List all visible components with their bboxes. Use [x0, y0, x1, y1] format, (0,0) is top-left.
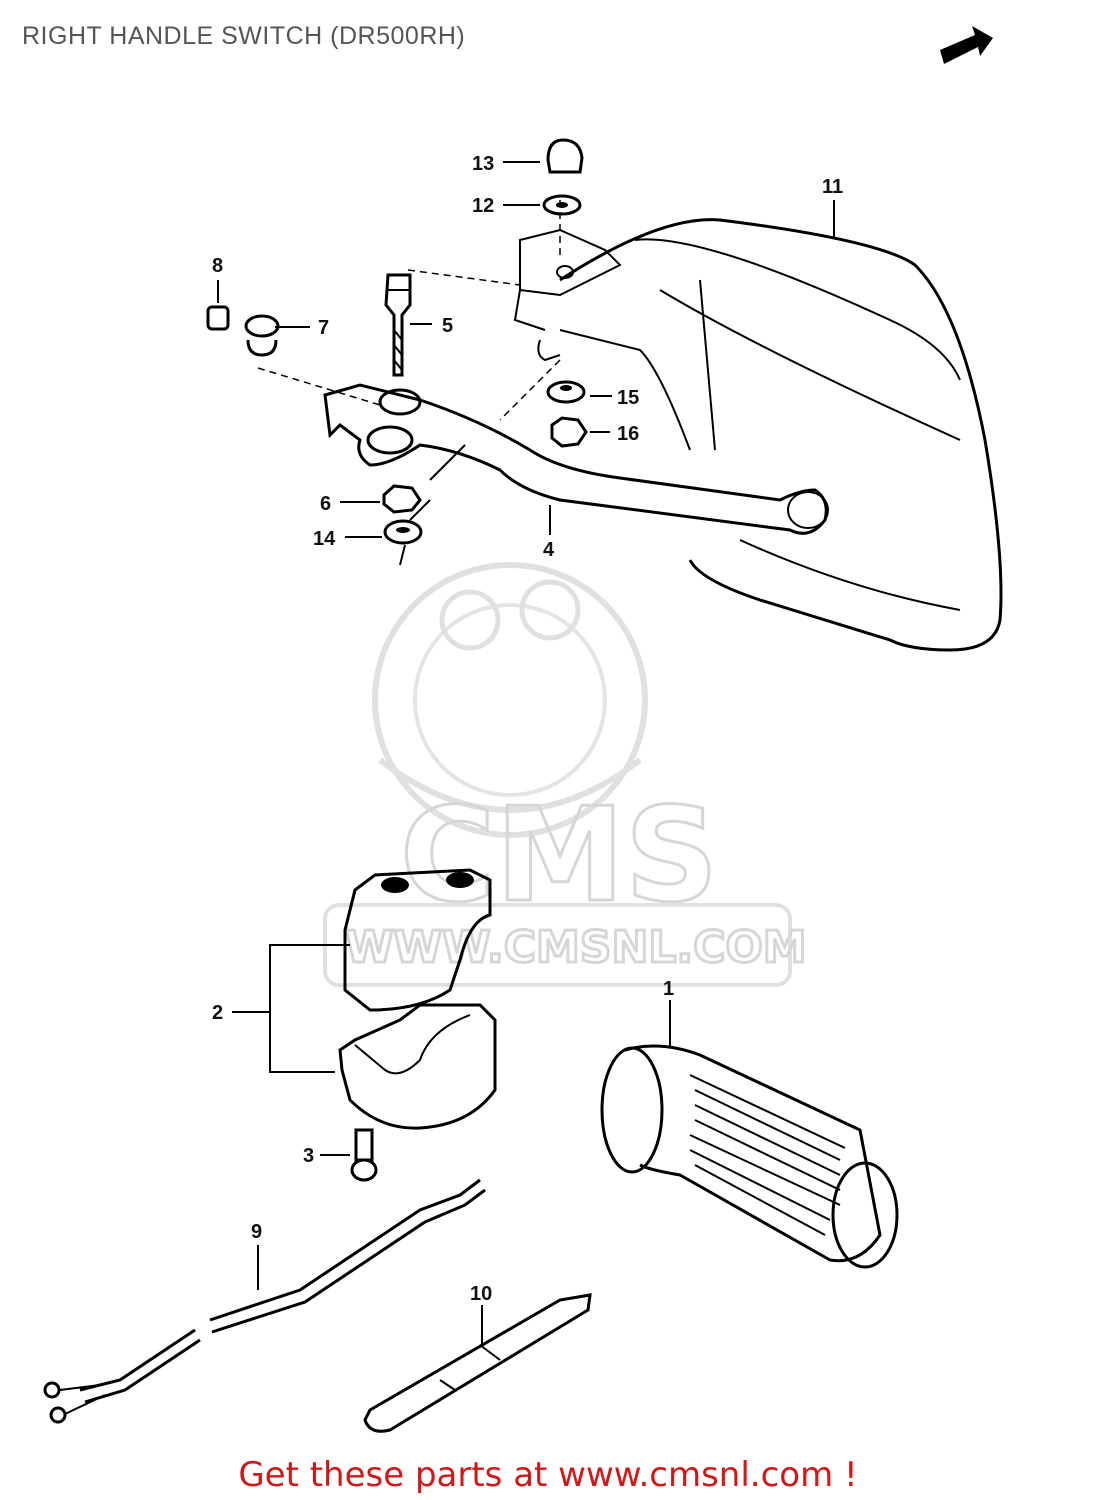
callout-3: 3	[303, 1145, 314, 1167]
callout-16: 16	[617, 423, 639, 445]
screw	[244, 314, 280, 357]
switch-housing-lower	[338, 1003, 497, 1130]
callout-6: 6	[320, 493, 331, 515]
callout-leaders	[217, 161, 835, 1345]
washer	[542, 194, 582, 216]
callout-9: 9	[251, 1221, 262, 1243]
arrow-right-icon	[940, 26, 993, 64]
callout-8: 8	[212, 255, 223, 277]
callout-14: 14	[313, 528, 336, 550]
housing-screw	[350, 1128, 378, 1182]
callout-4: 4	[543, 539, 555, 561]
switch-wire	[43, 1178, 486, 1424]
callout-1: 1	[663, 978, 674, 1000]
callout-bracket-2	[232, 944, 350, 1073]
callout-15: 15	[617, 387, 639, 409]
callout-7: 7	[318, 317, 329, 339]
callout-11: 11	[822, 176, 843, 198]
page-title: RIGHT HANDLE SWITCH (DR500RH)	[22, 22, 466, 50]
watermark-brand: CMS	[400, 779, 718, 931]
nut	[550, 416, 588, 448]
switch-housing-upper	[343, 868, 492, 1012]
lower-nut	[382, 484, 422, 514]
clamp-band	[363, 1293, 592, 1433]
lower-washer	[383, 519, 423, 545]
callout-13: 13	[472, 153, 494, 175]
callout-2: 2	[212, 1002, 223, 1024]
footer-promo[interactable]: Get these parts at www.cmsnl.com !	[238, 1455, 858, 1495]
callout-10: 10	[470, 1283, 492, 1305]
cap-nut	[546, 138, 584, 174]
rubber-cap	[206, 305, 230, 331]
spacer-washer	[546, 380, 586, 404]
watermark-url: WWW.CMSNL.COM	[345, 922, 807, 973]
hand-guard	[513, 218, 1003, 652]
watermark-logo: CMS WWW.CMSNL.COM	[323, 562, 808, 987]
pivot-bolt	[384, 273, 412, 377]
lever-bracket	[323, 383, 829, 535]
assembly-lines	[257, 200, 561, 566]
callout-5: 5	[442, 315, 453, 337]
callout-12: 12	[472, 195, 494, 217]
throttle-grip	[600, 1044, 899, 1269]
